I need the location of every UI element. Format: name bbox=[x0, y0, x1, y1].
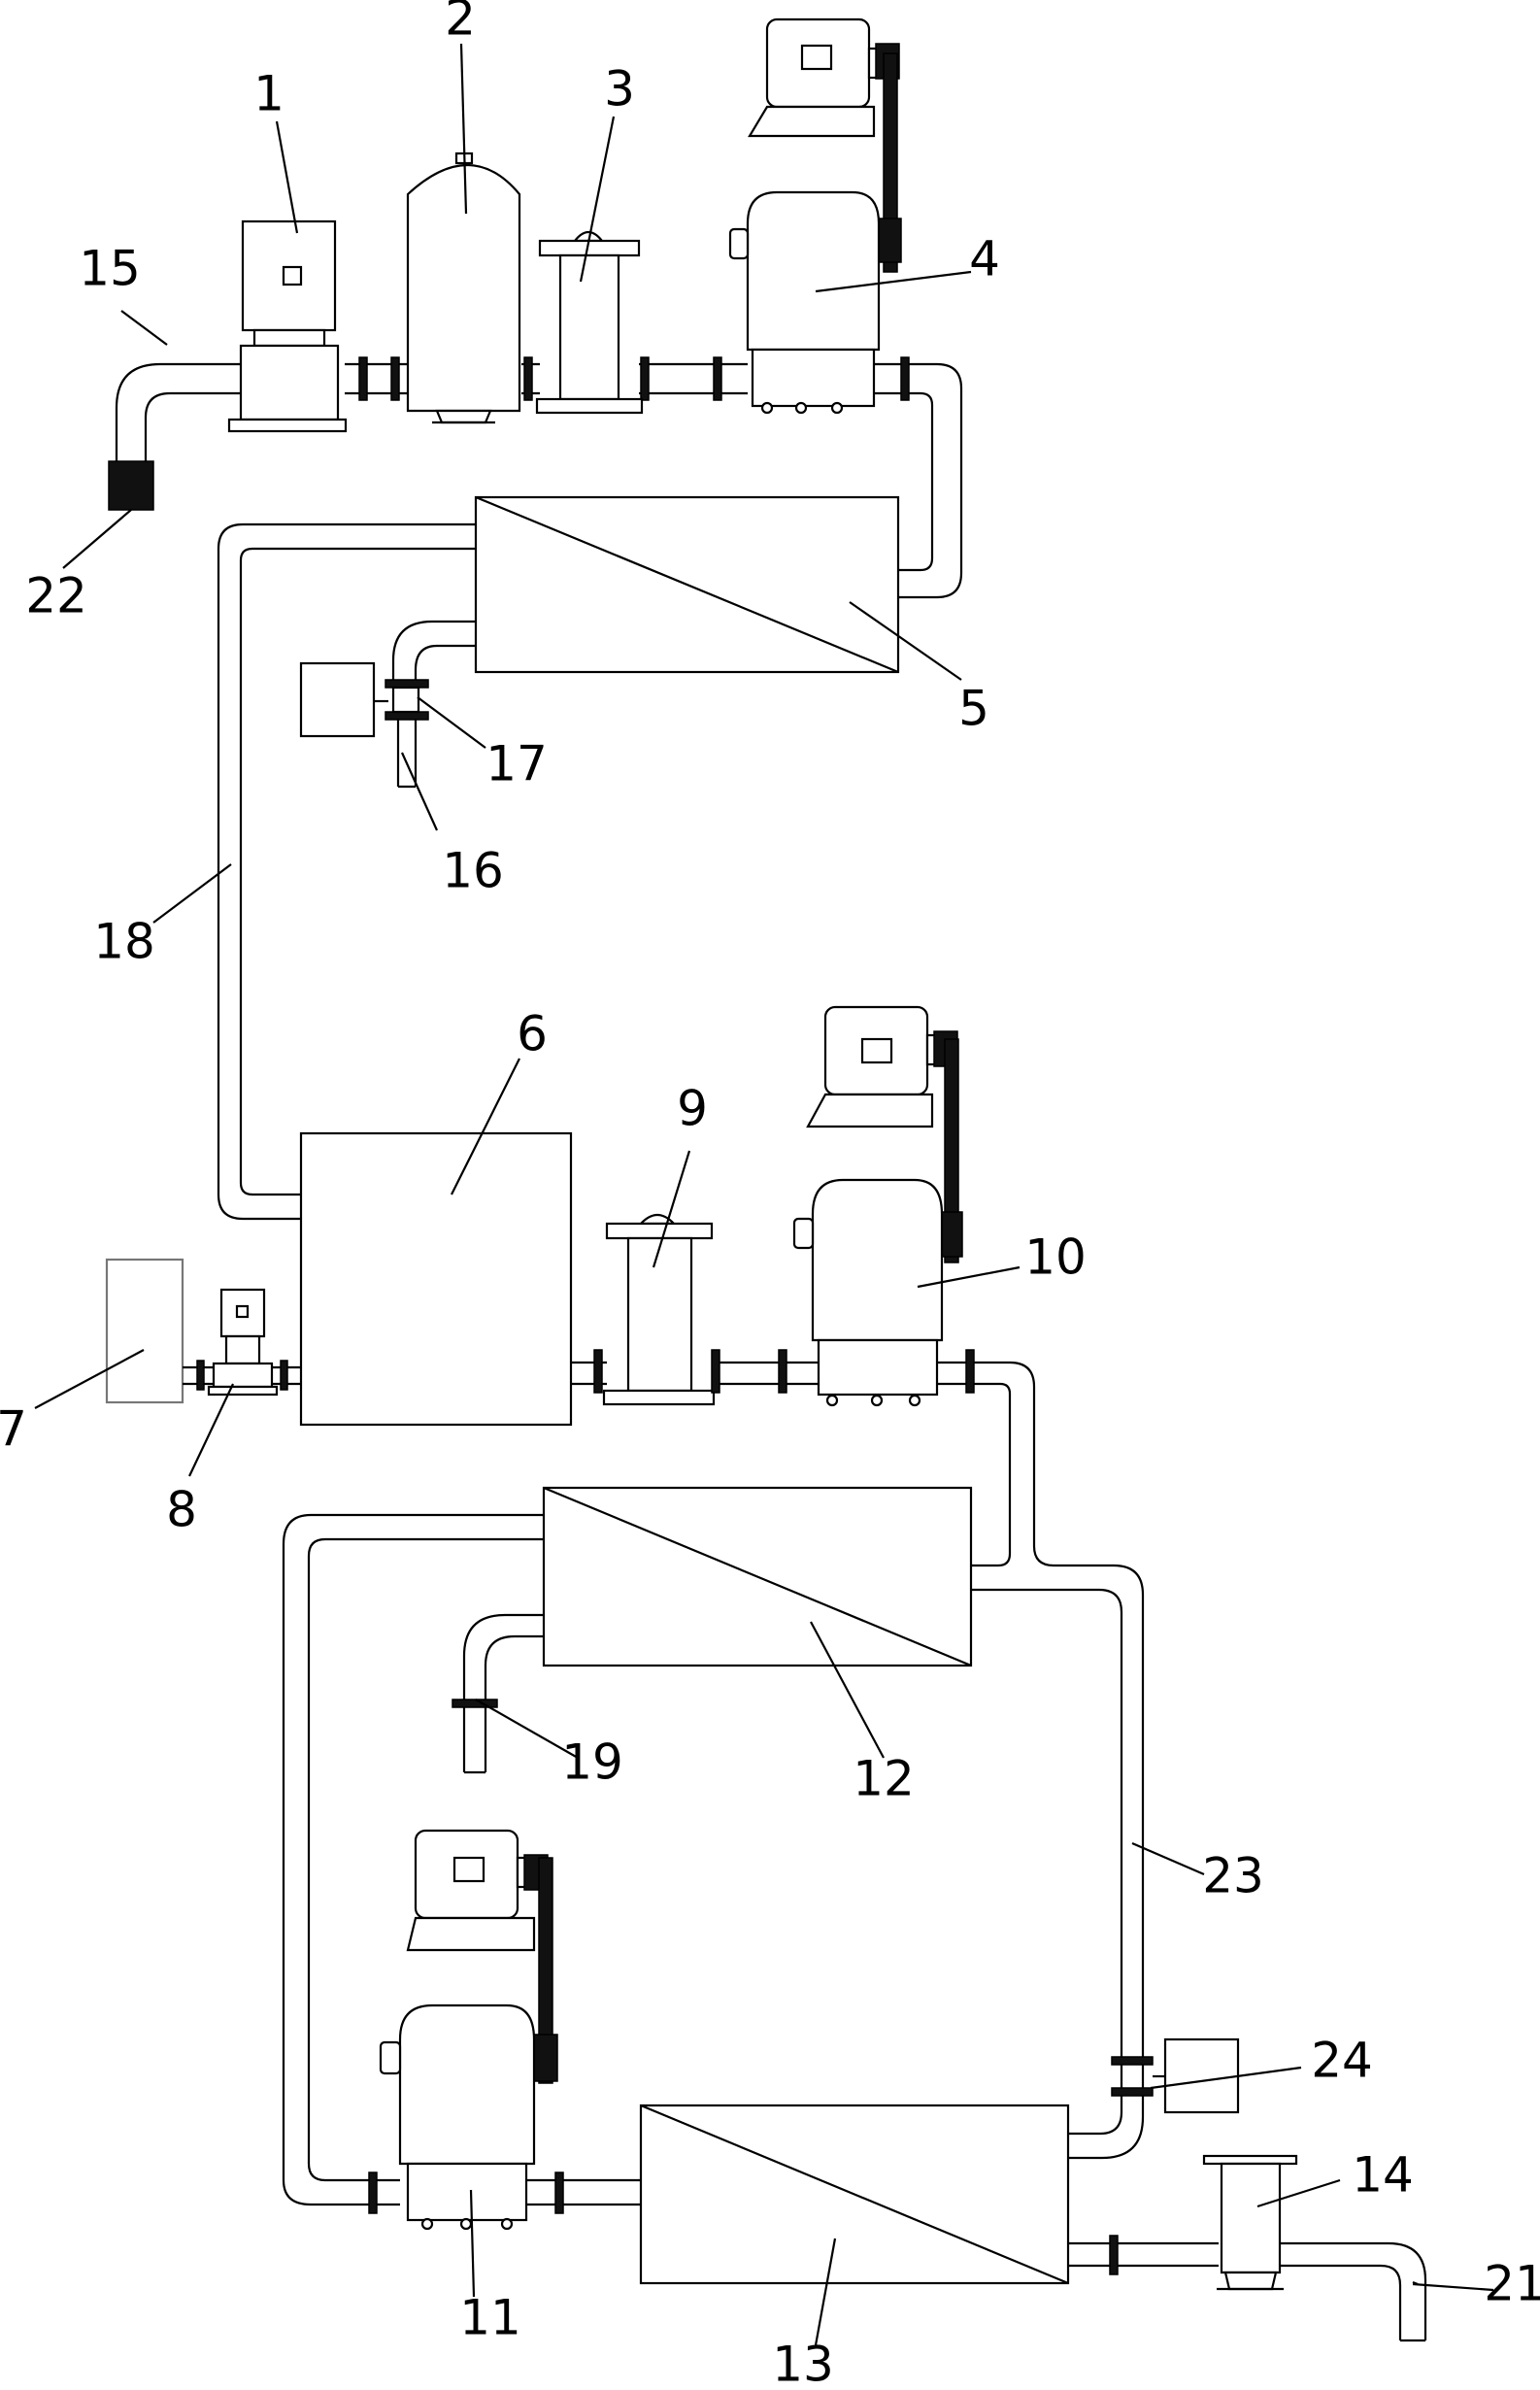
label-5: 5 bbox=[958, 681, 989, 737]
label-18: 18 bbox=[93, 914, 155, 970]
label-4: 4 bbox=[969, 231, 1000, 287]
label-22: 22 bbox=[25, 568, 87, 624]
label-17: 17 bbox=[485, 736, 548, 792]
outlet-14-21 bbox=[1068, 2154, 1427, 2342]
leader-lines bbox=[34, 43, 1494, 2346]
filter-9 bbox=[571, 1213, 820, 1406]
label-10: 10 bbox=[1024, 1229, 1087, 1286]
label-8: 8 bbox=[166, 1482, 197, 1538]
membrane-module-13 bbox=[639, 2104, 1070, 2285]
label-12: 12 bbox=[853, 1751, 915, 1807]
label-2: 2 bbox=[445, 0, 476, 47]
flanges-top bbox=[358, 356, 910, 401]
inlet-filter-22 bbox=[108, 460, 154, 511]
tank-6 bbox=[299, 1131, 573, 1427]
outlet-19 bbox=[452, 1613, 544, 1774]
vessel-2 bbox=[406, 151, 521, 424]
filter-3 bbox=[535, 230, 644, 415]
pump-10-with-motor bbox=[792, 1005, 963, 1407]
pump-1 bbox=[227, 219, 348, 433]
label-9: 9 bbox=[677, 1081, 708, 1137]
label-3: 3 bbox=[604, 61, 635, 118]
pipe-18 bbox=[217, 522, 476, 1221]
label-16: 16 bbox=[442, 843, 504, 899]
label-19: 19 bbox=[561, 1734, 623, 1791]
main-line-top bbox=[345, 362, 963, 599]
label-11: 11 bbox=[459, 2290, 521, 2346]
pump-4-with-motor bbox=[728, 17, 902, 415]
label-15: 15 bbox=[79, 241, 141, 297]
pump-11-with-motor bbox=[379, 1829, 558, 2231]
label-14: 14 bbox=[1352, 2147, 1414, 2204]
pipe-11-to-13 bbox=[526, 2171, 641, 2214]
label-6: 6 bbox=[517, 1006, 548, 1062]
outlet-16-17 bbox=[299, 620, 476, 789]
label-21: 21 bbox=[1484, 2256, 1540, 2312]
label-24: 24 bbox=[1311, 2033, 1373, 2089]
pump-8 bbox=[183, 1288, 301, 1397]
membrane-module-5 bbox=[474, 495, 900, 674]
label-23: 23 bbox=[1202, 1848, 1264, 1904]
label-1: 1 bbox=[253, 66, 285, 122]
label-13: 13 bbox=[772, 2337, 834, 2390]
label-7: 7 bbox=[0, 1401, 27, 1458]
valve-24 bbox=[1111, 2037, 1240, 2114]
pipe-12-to-11 bbox=[282, 1513, 544, 2214]
inlet-pipe-15 bbox=[115, 362, 241, 461]
membrane-module-12 bbox=[542, 1486, 973, 1667]
pipes-mid-right bbox=[937, 1349, 1145, 2160]
unit-7 bbox=[105, 1258, 184, 1404]
